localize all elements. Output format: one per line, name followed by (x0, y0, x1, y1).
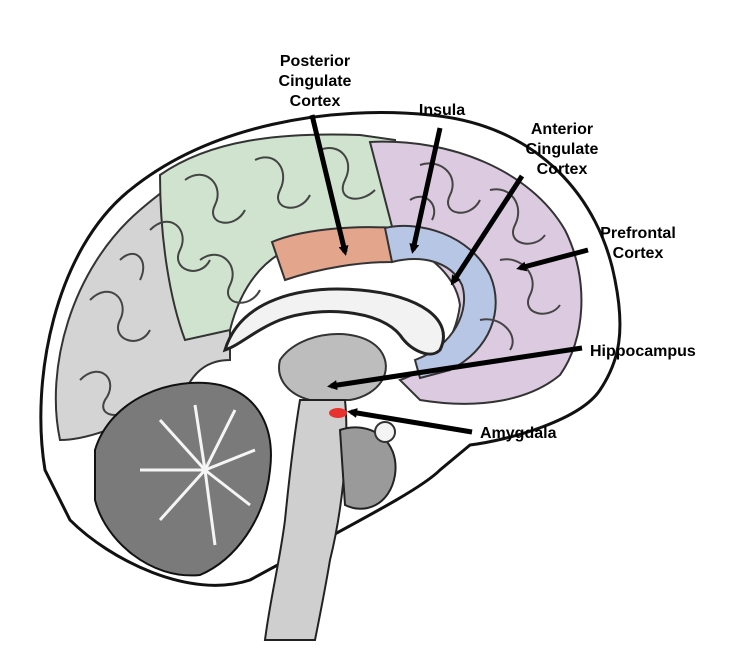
ventricle-detail (374, 421, 396, 443)
label-prefrontal-cortex: Prefrontal Cortex (600, 225, 676, 262)
region-amygdala (329, 408, 347, 418)
arrow-posterior-cingulate (309, 114, 349, 256)
cerebellum (94, 381, 272, 577)
arrow-hippocampus (327, 345, 583, 391)
cortex-parietal (158, 133, 396, 342)
pons (338, 426, 397, 510)
corpus-callosum (222, 287, 445, 356)
label-anterior-cingulate-cortex: Anterior Cingulate Cortex (525, 121, 599, 178)
arrow-amygdala (347, 408, 473, 435)
label-hippocampus: Hippocampus (590, 343, 696, 360)
arrow-insula (409, 127, 443, 254)
arrow-prefrontal (516, 247, 589, 272)
label-insula: Insula (418, 102, 466, 119)
pointer-arrows (309, 114, 589, 435)
gyri-lines (79, 147, 561, 416)
thalamus (278, 333, 387, 401)
region-posterior-cingulate (270, 226, 397, 282)
arrow-anterior-cingulate (450, 174, 525, 286)
label-amygdala: Amygdala (480, 425, 557, 442)
label-posterior-cingulate-cortex: Posterior Cingulate Cortex (278, 53, 352, 110)
brainstem (263, 399, 348, 641)
